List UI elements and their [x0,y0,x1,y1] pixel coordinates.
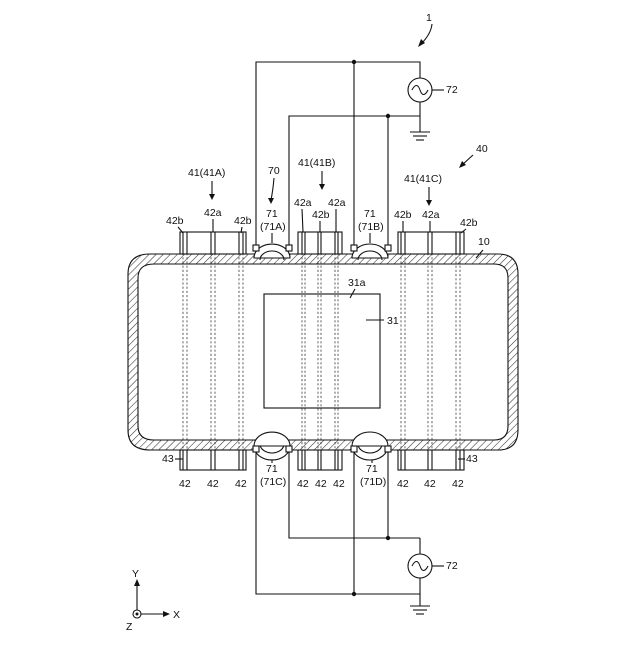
label-42b-c-right: 42b [460,217,478,229]
figure-label-arrow [418,24,432,47]
unit-41c-arrow [426,187,432,206]
detector-71c-num: 71 [266,463,278,475]
pipe-label: 42 [297,478,309,490]
label-42a-b-right: 42a [328,197,346,209]
end-cap-right-label: 43 [466,453,478,465]
unit-41b-top [298,232,342,254]
label-42a-c: 42a [422,209,440,221]
unit-41a-arrow [209,181,215,200]
axis-z-label: Z [126,621,133,633]
label-42a-b-left: 42a [294,197,312,209]
axis-y-label: Y [132,568,139,580]
pipe-label: 42 [397,478,409,490]
lower-source-label: 72 [446,560,458,572]
detector-group-label: 70 [268,165,280,177]
unit-41c-bottom [398,450,464,470]
lower-ac-source [408,554,432,578]
detector-71d-id: (71D) [360,476,386,488]
figure-label: 1 [426,12,432,24]
detector-71d [351,432,391,460]
wall-label: 10 [478,236,490,248]
detector-71a-num: 71 [266,208,278,220]
unit-41c-top [398,232,464,254]
label-42b-a-right: 42b [234,215,252,227]
pipe-label: 42 [424,478,436,490]
detector-group-arrow [268,178,274,204]
detector-71a-id: (71A) [260,221,286,233]
unit-41b-bottom [298,450,342,470]
unit-41a-bottom [180,450,246,470]
label-42a-a: 42a [204,207,222,219]
detector-71b-num: 71 [364,208,376,220]
unit-41c-label: 41(41C) [404,173,442,185]
unit-41a-top [180,232,246,254]
axis-indicator [133,579,170,618]
detector-71a [253,244,292,260]
upper-ac-source [408,78,432,102]
pipe-label: 42 [333,478,345,490]
detector-71d-num: 71 [366,463,378,475]
detector-71c-id: (71C) [260,476,286,488]
detector-71b-id: (71B) [358,221,384,233]
axis-x-label: X [173,609,180,621]
substrate-face-label: 31a [348,277,366,289]
pipe-label: 42 [235,478,247,490]
pipe-label: 42 [207,478,219,490]
label-42b-a-left: 42b [166,215,184,227]
leader-42a [302,209,303,232]
ground-icon [410,126,430,140]
upper-source-label: 72 [446,84,458,96]
detector-71b [351,244,391,260]
label-42b-c-left: 42b [394,209,412,221]
pipe-label: 42 [179,478,191,490]
device-group-label: 40 [476,143,488,155]
unit-41b-arrow [319,171,325,190]
substrate-label: 31 [387,315,399,327]
end-cap-left-label: 43 [162,453,174,465]
detector-71c [253,432,292,460]
device-group-arrow [459,155,473,168]
substrate [264,294,380,408]
unit-41b-label: 41(41B) [298,157,335,169]
ground-icon [410,606,430,614]
unit-41a-label: 41(41A) [188,167,225,179]
pipe-label: 42 [452,478,464,490]
label-42b-b: 42b [312,209,330,221]
pipe-label: 42 [315,478,327,490]
